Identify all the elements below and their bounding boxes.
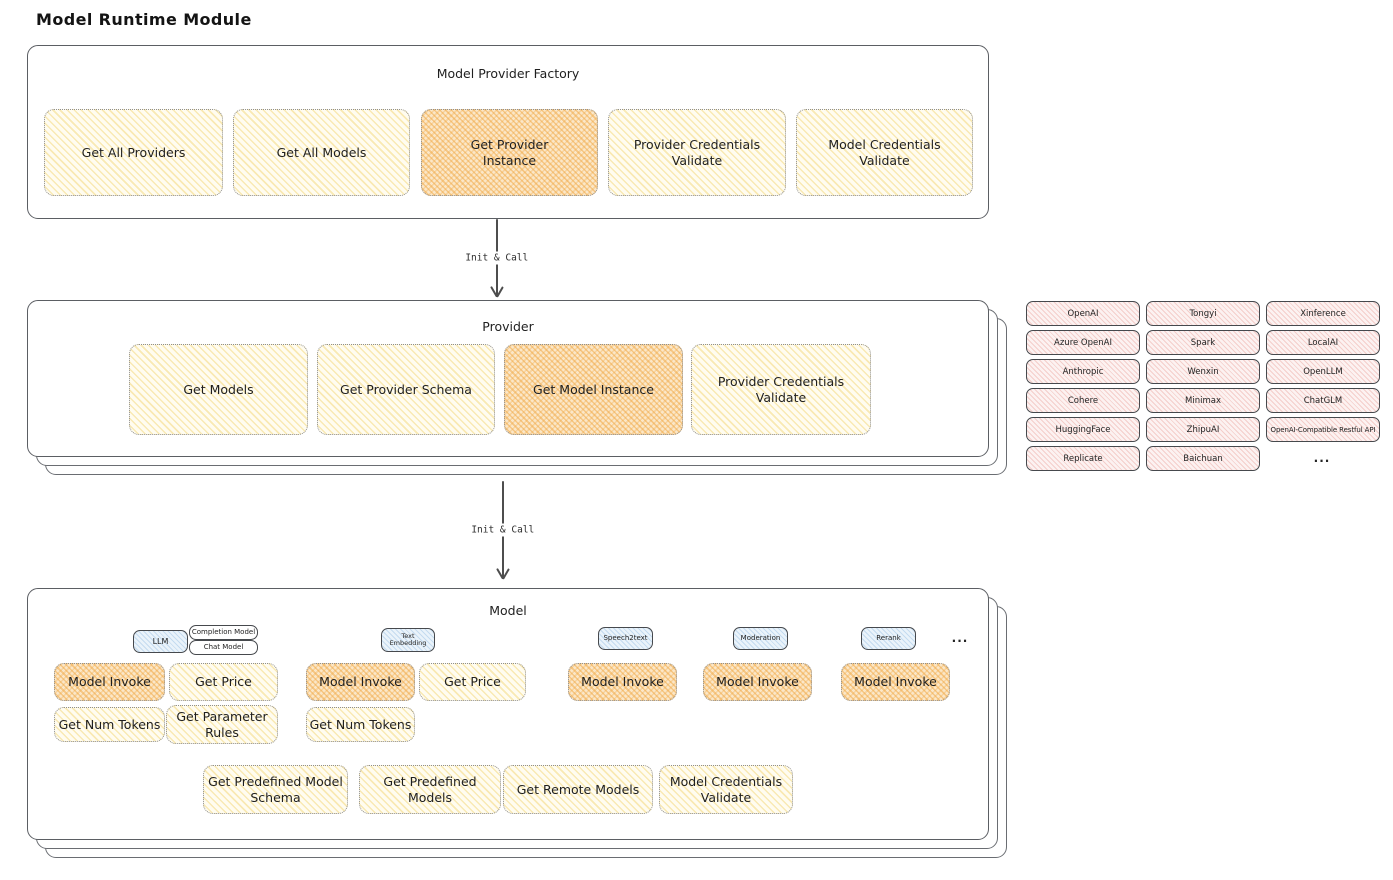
tab-speech2text: Speech2text — [598, 627, 653, 650]
tab-rerank: Rerank — [861, 627, 916, 650]
tabs-more-ellipsis: ... — [951, 631, 969, 645]
text-embedding-get-price-box: Get Price — [419, 663, 526, 701]
provider-chip-wenxin: Wenxin — [1146, 359, 1260, 384]
model-title: Model — [489, 603, 527, 618]
llm-get-price-box: Get Price — [169, 663, 278, 701]
provider-chip-openllm: OpenLLM — [1266, 359, 1380, 384]
factory-box-provider-credentials-validate: Provider Credentials Validate — [608, 109, 786, 196]
tab-text-embedding: Text Embedding — [381, 628, 435, 652]
tab-chat-model: Chat Model — [189, 640, 258, 655]
provider-chip-anthropic: Anthropic — [1026, 359, 1140, 384]
model-provider-factory-panel: Model Provider Factory Get All Providers… — [27, 45, 989, 219]
text-embedding-model-invoke-box: Model Invoke — [306, 663, 415, 701]
speech2text-model-invoke-box: Model Invoke — [568, 663, 677, 701]
factory-box-get-all-models: Get All Models — [233, 109, 410, 196]
diagram-title: Model Runtime Module — [36, 10, 252, 29]
provider-box-provider-credentials-validate: Provider Credentials Validate — [691, 344, 871, 435]
provider-chip-openai-compatible-restful-api: OpenAI-Compatible Restful API — [1266, 417, 1380, 442]
provider-box-get-model-instance: Get Model Instance — [504, 344, 683, 435]
providers-more-ellipsis: ... — [1313, 450, 1331, 465]
factory-box-get-all-providers: Get All Providers — [44, 109, 223, 196]
factory-box-get-provider-instance: Get Provider Instance — [421, 109, 598, 196]
provider-panel: Provider Get Models Get Provider Schema … — [27, 300, 989, 457]
factory-box-model-credentials-validate: Model Credentials Validate — [796, 109, 973, 196]
factory-title: Model Provider Factory — [436, 66, 580, 81]
text-embedding-get-num-tokens-box: Get Num Tokens — [306, 707, 415, 742]
provider-chip-openai: OpenAI — [1026, 301, 1140, 326]
model-panel: Model LLM Completion Model Chat Model Te… — [27, 588, 989, 840]
llm-get-parameter-rules-box: Get Parameter Rules — [166, 705, 278, 744]
provider-chip-huggingface: HuggingFace — [1026, 417, 1140, 442]
llm-get-num-tokens-box: Get Num Tokens — [54, 707, 165, 742]
provider-chip-localai: LocalAI — [1266, 330, 1380, 355]
provider-box-get-models: Get Models — [129, 344, 308, 435]
tab-moderation: Moderation — [733, 627, 788, 650]
arrow-label-init-call: Init & Call — [466, 523, 540, 537]
provider-chip-spark: Spark — [1146, 330, 1260, 355]
get-predefined-models-box: Get Predefined Models — [359, 765, 501, 814]
provider-chip-baichuan: Baichuan — [1146, 446, 1260, 471]
provider-chip-chatglm: ChatGLM — [1266, 388, 1380, 413]
tab-completion-model: Completion Model — [189, 625, 258, 640]
provider-title: Provider — [482, 319, 534, 334]
provider-chip-cohere: Cohere — [1026, 388, 1140, 413]
provider-chip-zhipuai: ZhipuAI — [1146, 417, 1260, 442]
get-remote-models-box: Get Remote Models — [503, 765, 653, 814]
llm-model-invoke-box: Model Invoke — [54, 663, 165, 701]
get-predefined-model-schema-box: Get Predefined Model Schema — [203, 765, 348, 814]
provider-chip-xinference: Xinference — [1266, 301, 1380, 326]
arrow-label-init-call: Init & Call — [460, 251, 534, 265]
provider-chip-tongyi: Tongyi — [1146, 301, 1260, 326]
rerank-model-invoke-box: Model Invoke — [841, 663, 950, 701]
tab-llm: LLM — [133, 630, 188, 653]
model-credentials-validate-box: Model Credentials Validate — [659, 765, 793, 814]
moderation-model-invoke-box: Model Invoke — [703, 663, 812, 701]
provider-chip-minimax: Minimax — [1146, 388, 1260, 413]
provider-box-get-provider-schema: Get Provider Schema — [317, 344, 495, 435]
provider-chip-azure-openai: Azure OpenAI — [1026, 330, 1140, 355]
provider-chip-replicate: Replicate — [1026, 446, 1140, 471]
